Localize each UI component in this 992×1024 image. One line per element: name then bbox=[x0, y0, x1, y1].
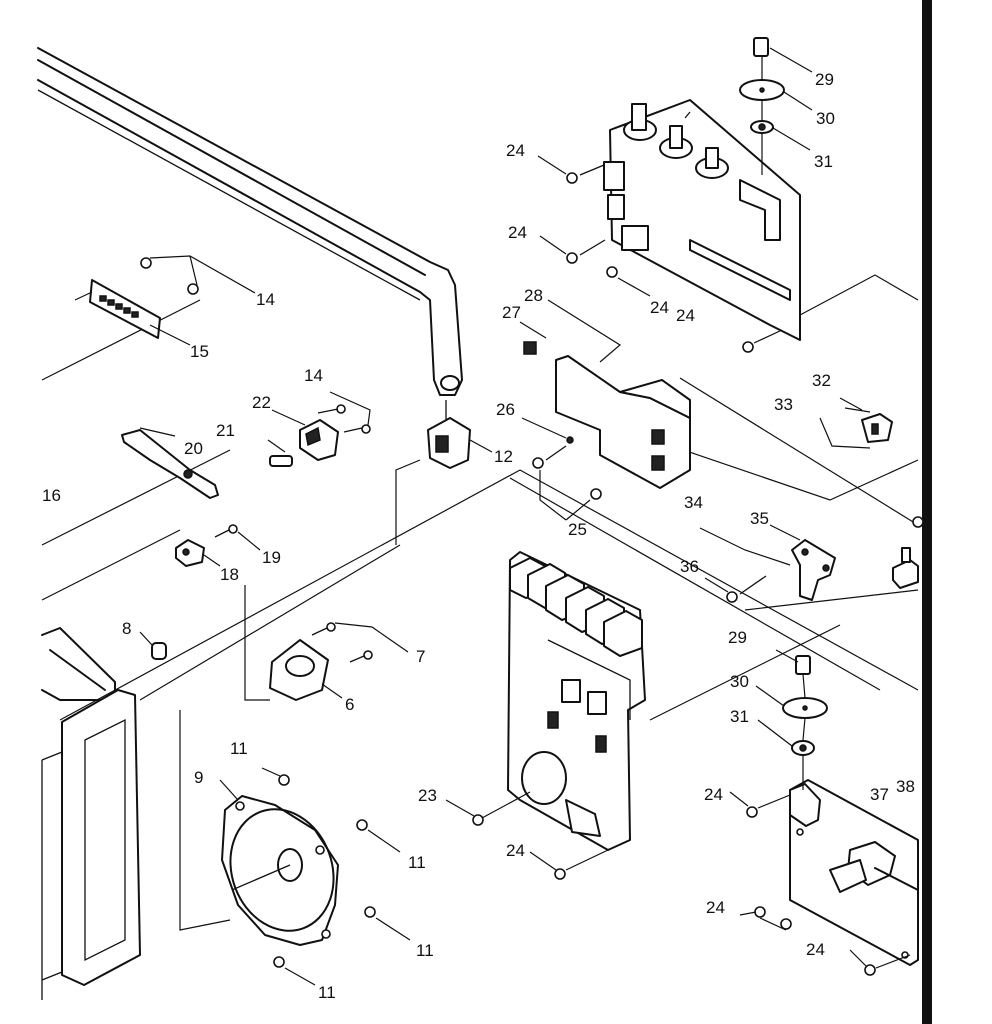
callout-24-a: 24 bbox=[506, 141, 525, 160]
callout-30-top: 30 bbox=[816, 109, 835, 128]
part-28-shield-case bbox=[547, 299, 691, 489]
callout-11-right-upper: 11 bbox=[408, 853, 426, 872]
part-35-bracket bbox=[699, 524, 836, 601]
part-8-knob bbox=[139, 631, 167, 660]
callout-6: 6 bbox=[345, 695, 354, 714]
callout-25: 25 bbox=[568, 520, 587, 539]
front-cabinet-panel bbox=[41, 627, 141, 1000]
callout-36: 36 bbox=[680, 557, 699, 576]
upper-control-board bbox=[603, 99, 801, 341]
callout-24-b: 24 bbox=[508, 223, 527, 242]
callout-34: 34 bbox=[684, 493, 703, 512]
callout-24-g: 24 bbox=[706, 898, 725, 917]
part-9-speaker bbox=[219, 779, 339, 946]
callout-14-lower: 14 bbox=[304, 366, 323, 385]
callout-35: 35 bbox=[750, 509, 769, 528]
part-29-30-31-knob-stack-lower bbox=[755, 649, 828, 790]
callout-24-c: 24 bbox=[650, 298, 669, 317]
callout-38: 38 bbox=[896, 777, 915, 796]
callout-26: 26 bbox=[496, 400, 515, 419]
part-21-pin bbox=[269, 455, 293, 467]
callout-22: 22 bbox=[252, 393, 271, 412]
callout-24-e: 24 bbox=[704, 785, 723, 804]
part-32-33-bracket bbox=[819, 397, 893, 449]
callout-12: 12 bbox=[494, 447, 513, 466]
assembly-guide-lines bbox=[41, 274, 919, 931]
part-29-30-31-knob-stack-top bbox=[739, 37, 813, 175]
carry-handle bbox=[37, 47, 463, 420]
callout-11-top: 11 bbox=[230, 739, 248, 758]
callout-8: 8 bbox=[122, 619, 131, 638]
callout-37: 37 bbox=[870, 785, 889, 804]
part-18-bracket bbox=[175, 539, 221, 567]
callout-19: 19 bbox=[262, 548, 281, 567]
part-15-jack-plate bbox=[74, 279, 191, 346]
callout-23: 23 bbox=[418, 786, 437, 805]
callout-31-top: 31 bbox=[814, 152, 833, 171]
right-border-bar bbox=[922, 0, 932, 1024]
callout-11-right-lower: 11 bbox=[416, 941, 434, 960]
callout-20: 20 bbox=[184, 439, 203, 458]
callout-28: 28 bbox=[524, 286, 543, 305]
callout-16: 16 bbox=[42, 486, 61, 505]
right-edge-switch bbox=[892, 547, 919, 589]
callout-33: 33 bbox=[774, 395, 793, 414]
callout-labels: 6 7 8 9 11 11 11 11 12 14 14 15 16 18 19… bbox=[42, 70, 915, 1002]
callout-30-lower: 30 bbox=[730, 672, 749, 691]
callout-11-bottom: 11 bbox=[318, 983, 336, 1002]
callout-24-d: 24 bbox=[676, 306, 695, 325]
callout-31-lower: 31 bbox=[730, 707, 749, 726]
center-function-board bbox=[507, 551, 646, 851]
callout-14-upper: 14 bbox=[256, 290, 275, 309]
callout-29-top: 29 bbox=[815, 70, 834, 89]
part-27-clip bbox=[523, 341, 537, 355]
callout-18: 18 bbox=[220, 565, 239, 584]
part-22-switch bbox=[271, 409, 339, 461]
callout-21: 21 bbox=[216, 421, 235, 440]
callout-32: 32 bbox=[812, 371, 831, 390]
callout-29-lower: 29 bbox=[728, 628, 747, 647]
callout-9: 9 bbox=[194, 768, 203, 787]
part-12-clip bbox=[427, 417, 493, 469]
callout-7: 7 bbox=[416, 647, 425, 666]
callout-24-f: 24 bbox=[506, 841, 525, 860]
part-20-lever bbox=[121, 427, 219, 499]
callout-15: 15 bbox=[190, 342, 209, 361]
callout-24-h: 24 bbox=[806, 940, 825, 959]
part-6-speaker-mount bbox=[269, 639, 343, 701]
lower-control-board bbox=[789, 779, 919, 966]
callout-27: 27 bbox=[502, 303, 521, 322]
